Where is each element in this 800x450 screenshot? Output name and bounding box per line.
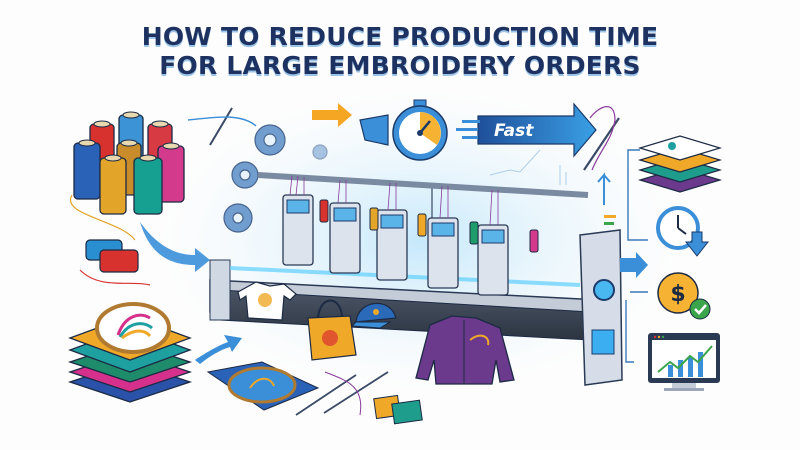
fast-label: Fast [494,121,534,141]
flow-arrows-left [140,222,242,364]
title-line-1: HOW TO REDUCE PRODUCTION TIME [141,22,659,51]
speed-arrow-icon [456,102,597,158]
thread-spools-icon [69,111,185,241]
title-line-2: FOR LARGE EMBROIDERY ORDERS [159,51,641,80]
purple-jacket-icon [415,315,515,385]
svg-text:$: $ [670,282,685,307]
clock-down-icon [656,206,710,257]
embroidered-tshirt-icon [237,281,297,321]
baseball-cap-icon [350,302,397,329]
winged-stopwatch-icon [359,99,448,161]
growth-chart-monitor-icon [648,333,720,391]
page-title: HOW TO REDUCE PRODUCTION TIME FOR LARGE … [0,22,800,80]
needles-icon [295,371,389,416]
orange-arrow-icon [312,103,352,127]
dollar-coin-check-icon: $ [657,272,711,320]
folded-shirts-icon [637,135,723,193]
tote-bag-icon [307,299,357,361]
fabric-stack-icon [67,302,193,403]
small-hoop-icon [206,361,320,411]
output-connectors [625,149,648,363]
fabric-swatches-icon [373,394,423,425]
small-spools-icon [79,239,151,286]
right-flow-arrow [620,252,648,278]
